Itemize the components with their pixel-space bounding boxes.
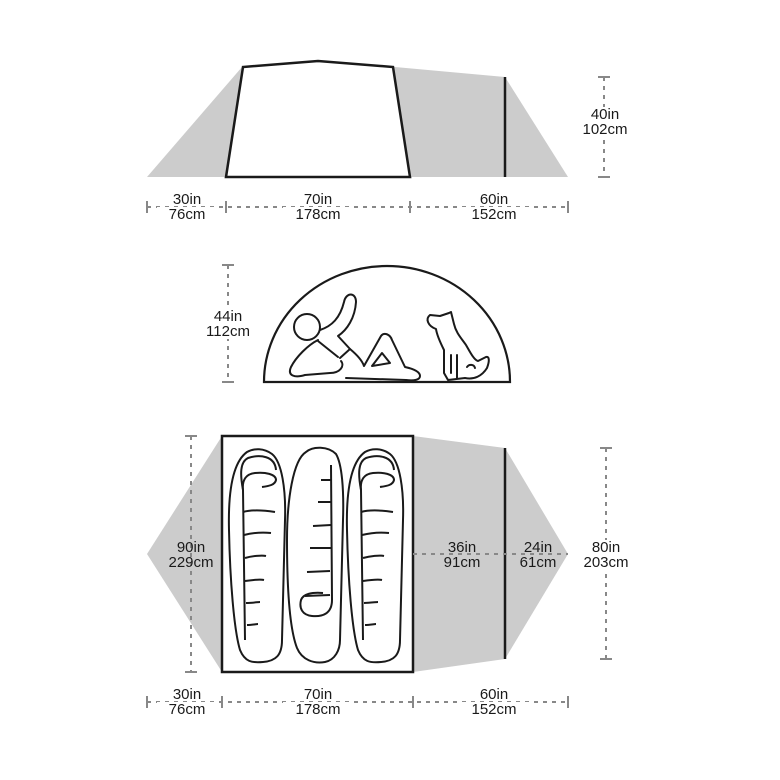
side-seg-1-cm: 76cm (157, 207, 217, 222)
porch-depth-in: 24in (523, 539, 553, 556)
front-view (222, 264, 512, 384)
side-seg-3-label: 60in 152cm (459, 192, 529, 222)
floor-seg-1-label: 30in 76cm (157, 687, 217, 717)
floor-seg-3-cm: 152cm (459, 702, 529, 717)
vestibule-depth-cm: 91cm (443, 554, 481, 571)
side-height-label: 40in 102cm (575, 107, 635, 137)
side-view (146, 59, 610, 213)
tent-floor (220, 434, 415, 674)
vestibule-depth-in: 36in (447, 539, 477, 556)
side-seg-1-in: 30in (172, 191, 202, 208)
porch-depth-cm: 61cm (519, 554, 557, 571)
side-height-in: 40in (575, 107, 635, 122)
side-seg-3-cm: 152cm (459, 207, 529, 222)
person-reclining-icon (289, 293, 421, 382)
floor-width-label: 90in 229cm (158, 540, 224, 570)
floor-seg-1-in: 30in (172, 686, 202, 703)
floor-seg-3-in: 60in (479, 686, 509, 703)
porch-depth-label: 24in 61cm (508, 540, 568, 570)
tent-dome-front (262, 264, 512, 384)
side-seg-2-in: 70in (303, 191, 333, 208)
floor-seg-3-label: 60in 152cm (459, 687, 529, 717)
front-height-cm: 112cm (198, 324, 258, 339)
floor-width-in: 90in (176, 539, 206, 556)
floor-seg-2-label: 70in 178cm (283, 687, 353, 717)
vestibule-width-label: 80in 203cm (571, 540, 641, 570)
vestibule-depth-label: 36in 91cm (427, 540, 497, 570)
floor-seg-2-cm: 178cm (283, 702, 353, 717)
vestibule-width-in: 80in (571, 540, 641, 555)
side-seg-1-label: 30in 76cm (157, 192, 217, 222)
side-seg-3-in: 60in (479, 191, 509, 208)
floor-plan (146, 434, 612, 708)
side-seg-2-cm: 178cm (283, 207, 353, 222)
dog-sitting-icon (426, 311, 490, 381)
floor-seg-1-cm: 76cm (157, 702, 217, 717)
vestibule-width-cm: 203cm (571, 555, 641, 570)
front-height-label: 44in 112cm (198, 309, 258, 339)
side-seg-2-label: 70in 178cm (283, 192, 353, 222)
floor-seg-2-in: 70in (303, 686, 333, 703)
front-height-in: 44in (198, 309, 258, 324)
side-height-cm: 102cm (575, 122, 635, 137)
sleeping-bag-left (227, 448, 287, 664)
sleeping-bag-center (285, 446, 345, 664)
sleeping-bag-right (345, 448, 405, 664)
tent-body-side (224, 59, 412, 179)
floor-width-cm: 229cm (168, 554, 214, 571)
